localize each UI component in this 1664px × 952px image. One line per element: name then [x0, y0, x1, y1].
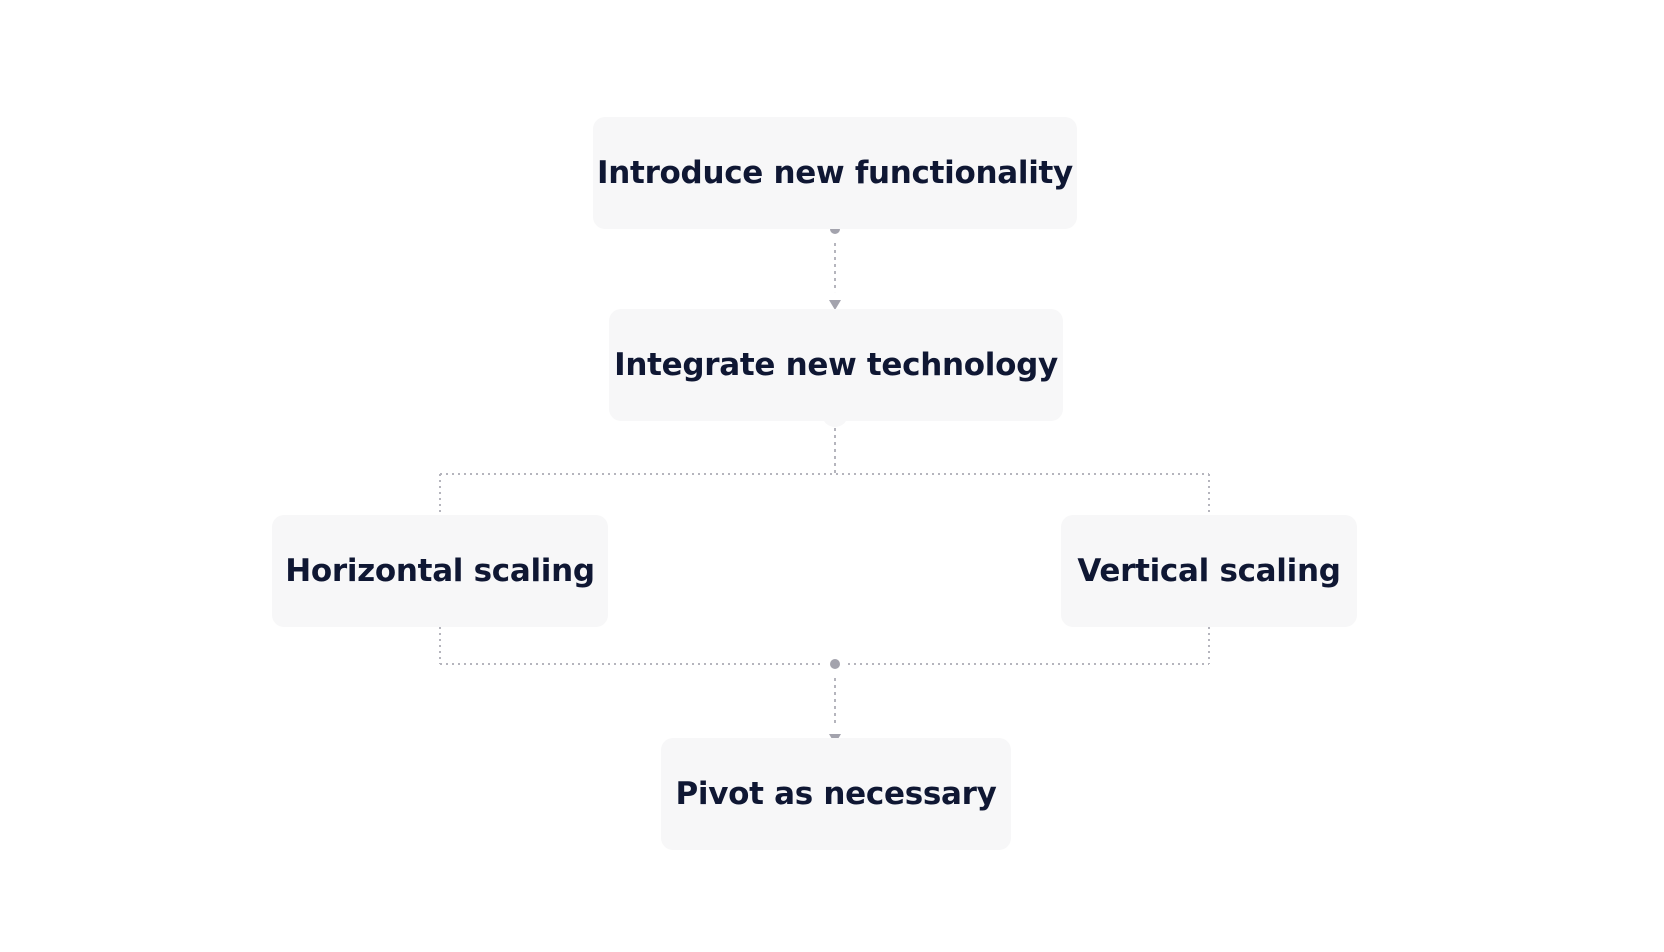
node-label: Pivot as necessary — [675, 776, 997, 812]
connector-dot-merge — [830, 659, 840, 669]
arrowhead-2 — [829, 300, 841, 310]
node-pivot-as-necessary: Pivot as necessary — [661, 738, 1011, 850]
node-introduce-new-functionality: Introduce new functionality — [593, 117, 1077, 229]
node-label: Horizontal scaling — [285, 553, 595, 589]
node-horizontal-scaling: Horizontal scaling — [272, 515, 608, 627]
node-label: Integrate new technology — [614, 347, 1058, 383]
node-label: Vertical scaling — [1077, 553, 1341, 589]
node-vertical-scaling: Vertical scaling — [1061, 515, 1357, 627]
node-integrate-new-technology: Integrate new technology — [609, 309, 1063, 421]
node-label: Introduce new functionality — [597, 155, 1073, 191]
